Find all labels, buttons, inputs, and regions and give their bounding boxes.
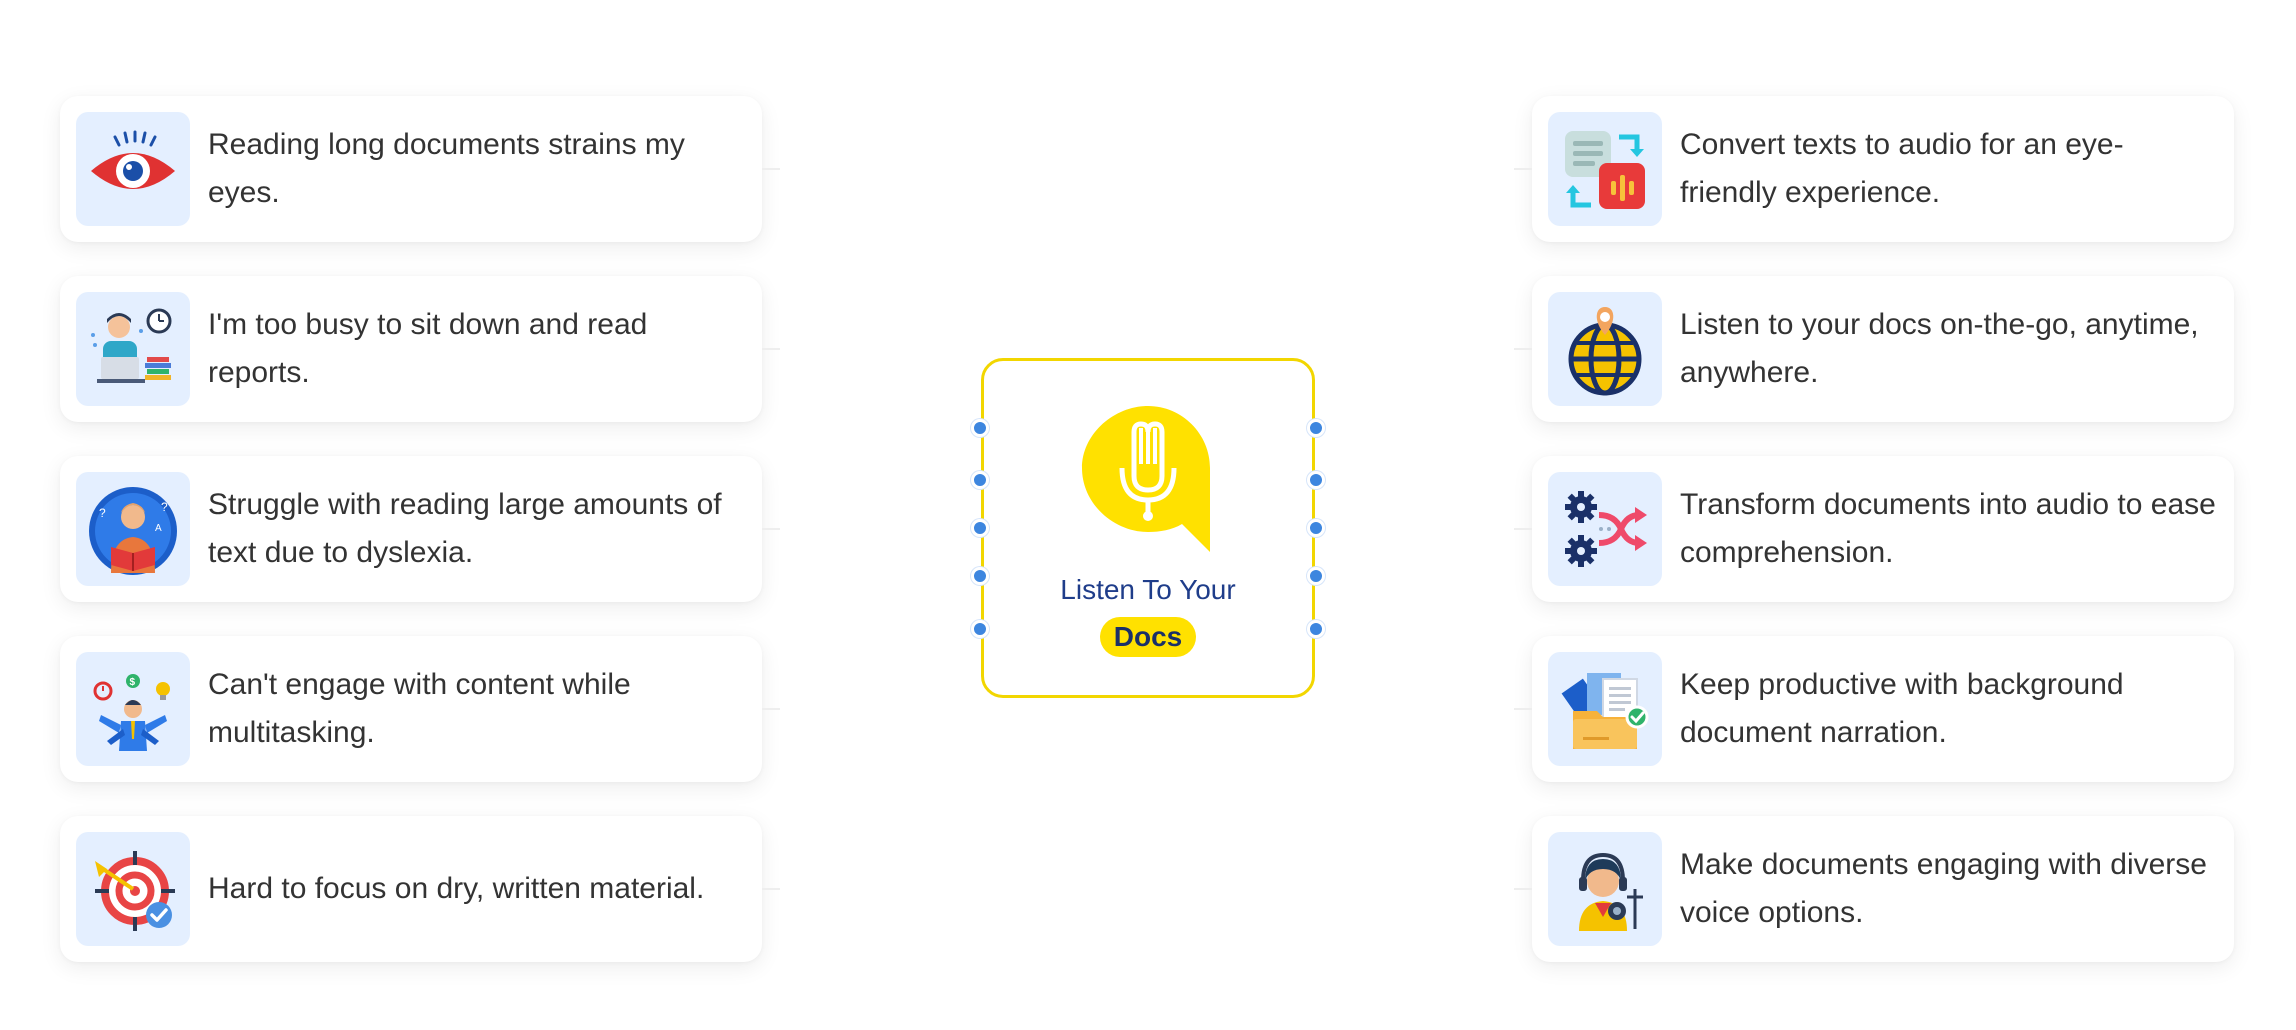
solution-text: Make documents engaging with diverse voi…: [1680, 848, 2207, 929]
connector-dot: [971, 567, 989, 585]
voice-headset-icon: [1548, 832, 1662, 946]
solution-card: Keep productive with background document…: [1532, 636, 2234, 782]
solution-text: Transform documents into audio to ease c…: [1680, 488, 2216, 569]
eye-icon: [76, 112, 190, 226]
connector-dot: [971, 519, 989, 537]
text-to-audio-icon: [1548, 112, 1662, 226]
connector-line: [762, 708, 780, 710]
solution-card: Make documents engaging with diverse voi…: [1532, 816, 2234, 962]
connector-line: [762, 888, 780, 890]
dyslexia-reader-icon: ? ? A: [76, 472, 190, 586]
problem-card: I'm too busy to sit down and read report…: [60, 276, 762, 422]
connector-dot: [1307, 519, 1325, 537]
connector-dot: [1307, 567, 1325, 585]
gears-shuffle-icon: [1548, 472, 1662, 586]
svg-text:?: ?: [161, 500, 168, 514]
connector-dot: [1307, 471, 1325, 489]
connector-dot: [971, 620, 989, 638]
connector-line: [762, 348, 780, 350]
solution-text: Keep productive with background document…: [1680, 668, 2124, 749]
svg-text:A: A: [155, 523, 162, 534]
connector-line: [1514, 348, 1532, 350]
connector-dot: [1307, 620, 1325, 638]
problem-text: Reading long documents strains my eyes.: [208, 128, 685, 209]
problem-card: $ Can't engage with content while multit…: [60, 636, 762, 782]
connector-dot: [971, 471, 989, 489]
target-focus-icon: [76, 832, 190, 946]
connector-line: [1514, 528, 1532, 530]
globe-location-icon: [1548, 292, 1662, 406]
solution-text: Convert texts to audio for an eye-friend…: [1680, 128, 2124, 209]
center-badge: Docs: [1100, 617, 1196, 657]
connector-line: [1514, 168, 1532, 170]
svg-text:?: ?: [99, 506, 106, 520]
connector-line: [762, 168, 780, 170]
connector-dot: [971, 419, 989, 437]
problem-card: ? ? A Struggle with reading large amount…: [60, 456, 762, 602]
solution-card: Listen to your docs on-the-go, anytime, …: [1532, 276, 2234, 422]
svg-text:$: $: [130, 677, 136, 688]
problem-card: Reading long documents strains my eyes.: [60, 96, 762, 242]
connector-line: [1514, 888, 1532, 890]
connector-dot: [1307, 419, 1325, 437]
busy-worker-icon: [76, 292, 190, 406]
center-title: Listen To Your: [1060, 574, 1236, 605]
solution-card: Convert texts to audio for an eye-friend…: [1532, 96, 2234, 242]
connector-line: [762, 528, 780, 530]
problem-text: Struggle with reading large amounts of t…: [208, 488, 722, 569]
solution-text: Listen to your docs on-the-go, anytime, …: [1680, 308, 2199, 389]
problem-card: Hard to focus on dry, written material.: [60, 816, 762, 962]
connector-line: [1514, 708, 1532, 710]
microphone-speech-bubble-icon: [1082, 406, 1210, 552]
problem-text: Hard to focus on dry, written material.: [208, 872, 705, 905]
solution-card: Transform documents into audio to ease c…: [1532, 456, 2234, 602]
problem-text: Can't engage with content while multitas…: [208, 668, 631, 749]
multitasking-person-icon: $: [76, 652, 190, 766]
folder-documents-icon: [1548, 652, 1662, 766]
problem-text: I'm too busy to sit down and read report…: [208, 308, 648, 389]
